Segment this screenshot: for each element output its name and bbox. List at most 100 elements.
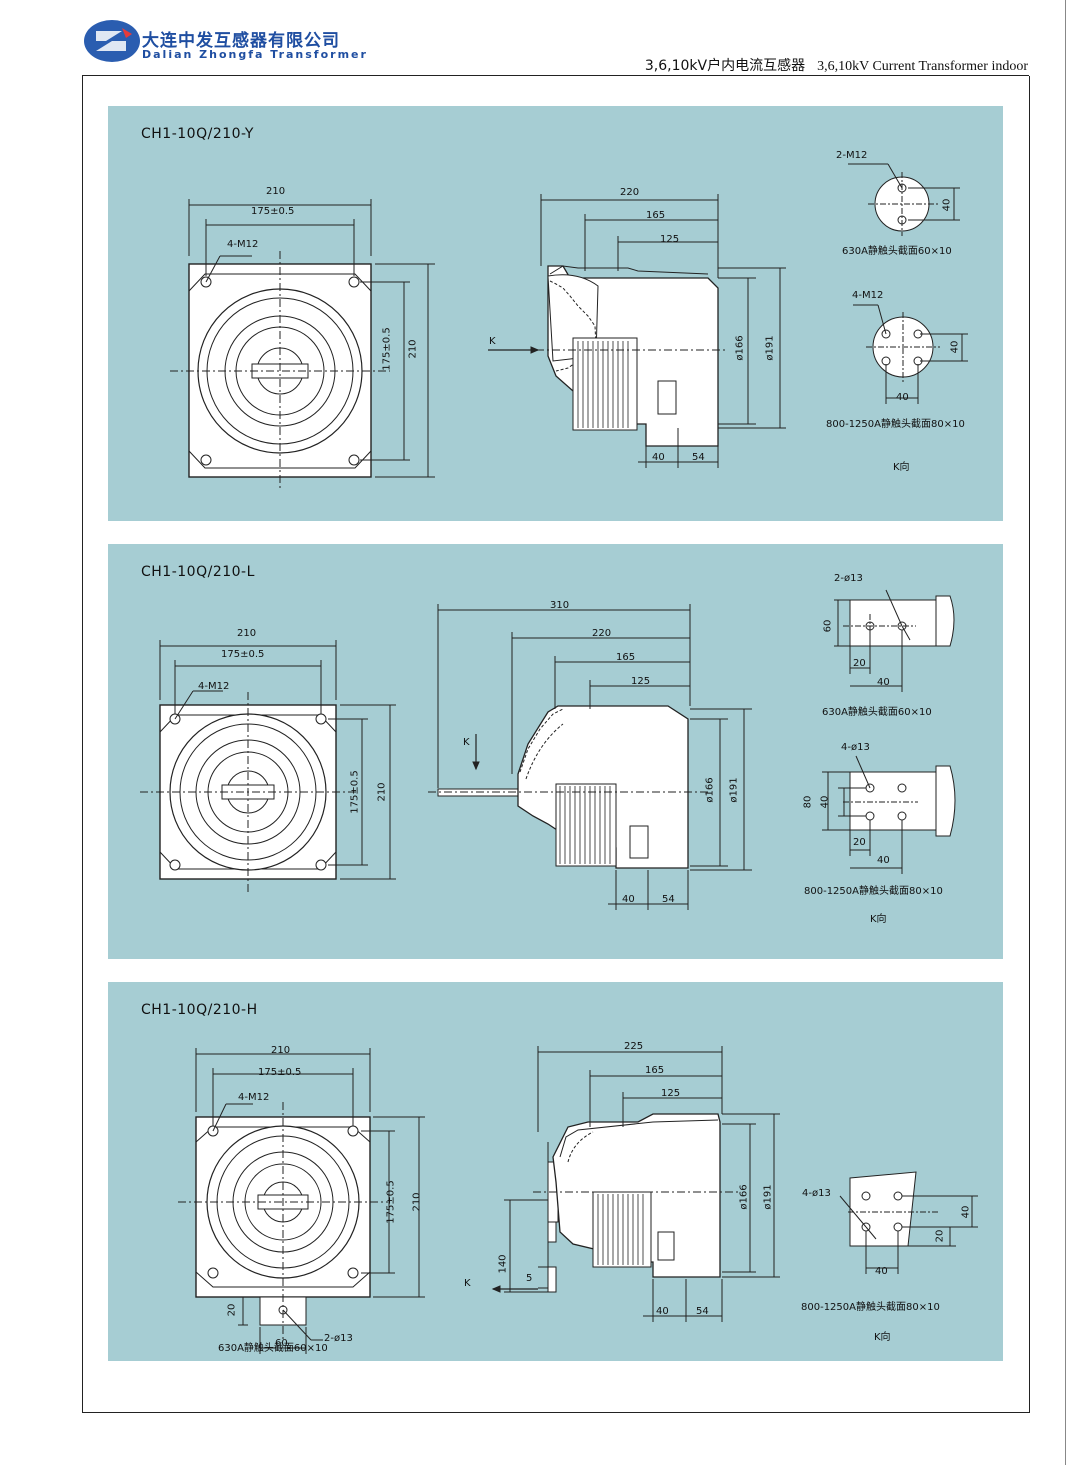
company-name-en: Dalian Zhongfa Transformer [142, 48, 368, 61]
k-view-label: K向 [874, 1332, 891, 1343]
dim-height: 210 [407, 339, 419, 359]
dim-side-1: 220 [620, 187, 640, 198]
contact-b-holes: 4-ø13 [802, 1188, 831, 1199]
dim-height: 210 [376, 782, 388, 802]
dim-side-3: 125 [660, 234, 680, 245]
dim-dia-outer: ø191 [762, 1184, 774, 1210]
dim-hole-spacing: 175±0.5 [258, 1067, 302, 1078]
contact-b-b: 40 [877, 855, 890, 866]
dim-side-1: 220 [592, 628, 612, 639]
view-arrow-label: K [464, 1278, 471, 1289]
dim-dia-inner: ø166 [704, 777, 716, 803]
dim-side-140: 140 [497, 1254, 509, 1274]
dim-bottom-1: 40 [622, 894, 635, 905]
contact-b-caption: 800-1250A静触头截面80×10 [804, 886, 943, 897]
model-label: CH1-10Q/210-H [141, 1002, 258, 1018]
page-frame [82, 76, 1030, 1413]
dim-side-5: 5 [526, 1273, 533, 1284]
front-view [170, 199, 435, 491]
contact-b-v1: 40 [960, 1205, 972, 1219]
view-arrow-label: K [489, 336, 496, 347]
drawing-h [178, 1046, 978, 1354]
contact-a-caption: 630A静触头截面60×10 [842, 246, 952, 257]
k-view-label: K向 [893, 462, 910, 473]
panel-l: CH1-10Q/210-L 210 175±0.5 4-M12 175±0.5 … [108, 544, 1003, 959]
dim-side-1: 225 [624, 1041, 644, 1052]
contact-b-v2: 20 [934, 1229, 946, 1243]
page-title-cn: 3,6,10kV户内电流互感器 [644, 58, 806, 74]
header-rule [82, 75, 1029, 76]
side-view [488, 194, 786, 468]
dim-hole-spacing: 175±0.5 [251, 206, 295, 217]
contact-a-holes: 2-M12 [836, 150, 868, 161]
dim-height: 210 [411, 1192, 423, 1212]
dim-holes: 4-M12 [198, 681, 230, 692]
page-edge-line [1065, 0, 1066, 1465]
contact-b-h2: 40 [819, 795, 831, 809]
contact-a-b: 40 [877, 677, 890, 688]
dim-overall-width: 210 [266, 186, 286, 197]
dim-side-0: 310 [550, 600, 570, 611]
side-view [428, 604, 752, 910]
panel-y: CH1-10Q/210-Y 210 175±0.5 4-M12 175±0.5 … [108, 106, 1003, 521]
k-view-label: K向 [870, 914, 887, 925]
dim-bottom-2: 54 [662, 894, 675, 905]
dim-height-holes: 175±0.5 [385, 1180, 397, 1224]
contact-a-h: 60 [822, 619, 834, 633]
side-view [491, 1046, 780, 1322]
drawing-l [140, 589, 956, 910]
dim-height-holes: 175±0.5 [381, 327, 393, 371]
dim-side-2: 165 [645, 1065, 665, 1076]
front-view [178, 1048, 425, 1354]
dim-dia-inner: ø166 [734, 335, 746, 361]
contact-b-caption: 800-1250A静触头截面80×10 [826, 419, 965, 430]
contact-a-a: 20 [853, 658, 866, 669]
contact-b-view [822, 755, 956, 874]
drawing-y [170, 163, 968, 491]
model-label: CH1-10Q/210-L [141, 564, 255, 580]
view-arrow-label: K [463, 737, 470, 748]
contact-b-view [839, 1171, 978, 1274]
dim-overall-width: 210 [271, 1045, 291, 1056]
dim-bottom-1: 40 [656, 1306, 669, 1317]
contact-b-a: 20 [853, 837, 866, 848]
contact-a-view [834, 589, 955, 692]
dim-dia-outer: ø191 [764, 335, 776, 361]
company-name-cn: 大连中发互感器有限公司 [142, 31, 340, 51]
page-title: 3,6,10kV户内电流互感器 3,6,10kV Current Transfor… [645, 55, 1028, 75]
contact-b-holes: 4-ø13 [841, 742, 870, 753]
dim-overall-width: 210 [237, 628, 257, 639]
contact-a-dim: 40 [941, 198, 953, 212]
contact-a-holes: 2-ø13 [834, 573, 863, 584]
panel-h: CH1-10Q/210-H 210 175±0.5 4-M12 175±0.5 … [108, 982, 1003, 1361]
front-view [140, 640, 396, 892]
model-label: CH1-10Q/210-Y [141, 126, 254, 142]
dim-side-3: 125 [661, 1088, 681, 1099]
contact-b-view [853, 304, 968, 404]
dim-bottom-2: 54 [696, 1306, 709, 1317]
dim-tab-holes: 2-ø13 [324, 1333, 353, 1344]
dim-bottom-2: 54 [692, 452, 705, 463]
dim-hole-spacing: 175±0.5 [221, 649, 265, 660]
dim-tab-w: 60 [275, 1338, 288, 1349]
dim-side-3: 125 [631, 676, 651, 687]
dim-holes: 4-M12 [238, 1092, 270, 1103]
dim-height-holes: 175±0.5 [349, 770, 361, 814]
contact-b-h: 40 [875, 1266, 888, 1277]
dim-bottom-1: 40 [652, 452, 665, 463]
dim-dia-outer: ø191 [728, 777, 740, 803]
contact-a-view [848, 163, 960, 236]
dim-dia-inner: ø166 [738, 1184, 750, 1210]
dim-side-2: 165 [646, 210, 666, 221]
dim-tab-h: 20 [226, 1303, 238, 1317]
contact-b-holes: 4-M12 [852, 290, 884, 301]
contact-b-dim-v: 40 [949, 340, 961, 354]
page-title-en: 3,6,10kV Current Transformer indoor [817, 59, 1028, 74]
dim-holes: 4-M12 [227, 239, 259, 250]
contact-b-dim-h: 40 [896, 392, 909, 403]
company-logo [84, 20, 140, 62]
dim-side-2: 165 [616, 652, 636, 663]
contact-b-caption: 800-1250A静触头截面80×10 [801, 1302, 940, 1313]
contact-b-h: 80 [802, 795, 814, 809]
front-tab-caption: 630A静触头截面60×10 [218, 1343, 328, 1354]
